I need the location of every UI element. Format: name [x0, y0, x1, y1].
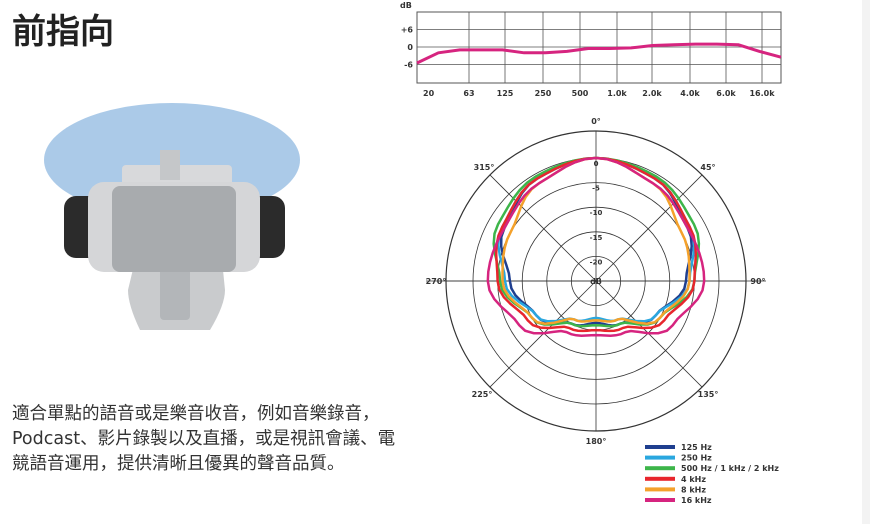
legend-label: 8 kHz — [681, 485, 706, 494]
legend-swatch — [645, 476, 675, 481]
y-tick-label: +6 — [401, 26, 414, 35]
legend-swatch — [645, 498, 675, 502]
ring-label: -20 — [590, 258, 603, 266]
legend-swatch — [645, 466, 675, 471]
polar-series — [494, 156, 698, 333]
legend-label: 250 Hz — [681, 454, 712, 463]
legend-label: 16 kHz — [681, 496, 712, 505]
x-tick-label: 6.0k — [716, 89, 736, 98]
plot-frame — [416, 11, 782, 84]
x-tick-label: 63 — [463, 89, 474, 98]
description: 適合單點的語音或是樂音收音，例如音樂錄音，Podcast、影片錄製以及直播，或是… — [12, 404, 396, 474]
legend-label: 500 Hz / 1 kHz / 2 kHz — [681, 464, 779, 473]
y-tick-label: 0 — [407, 43, 413, 52]
angle-label: 45° — [700, 163, 715, 172]
microphone-illustration — [44, 103, 300, 330]
angle-label: 315° — [474, 163, 495, 172]
x-tick-label: 125 — [497, 89, 514, 98]
angle-label: 135° — [698, 390, 719, 399]
scrollbar-track[interactable] — [862, 0, 870, 524]
polar-series — [486, 156, 706, 337]
angle-label: 180° — [586, 437, 607, 446]
x-tick-label: 20 — [423, 89, 435, 98]
ring-label: -5 — [592, 185, 600, 193]
page-title: 前指向 — [12, 12, 114, 52]
x-tick-label: 500 — [572, 89, 589, 98]
ring-label: -15 — [590, 234, 603, 242]
legend-label: 4 kHz — [681, 475, 706, 484]
legend-swatch — [645, 445, 675, 449]
x-tick-label: 16.0k — [749, 89, 775, 98]
frequency-response-chart: +6 0 -6 dB 20 63 125 250 500 1.0k 2.0k 4.0k 6.0k 16.0… — [400, 1, 782, 98]
y-axis-label: dB — [400, 1, 412, 10]
x-tick-label: 250 — [535, 89, 552, 98]
polar-series — [492, 156, 701, 328]
legend-swatch — [645, 487, 675, 492]
x-tick-label: 2.0k — [642, 89, 662, 98]
polar-series — [501, 156, 691, 325]
spoke — [595, 174, 703, 282]
ring-label: 0 — [594, 160, 599, 168]
angle-label: 0° — [591, 117, 601, 126]
x-tick-label: 1.0k — [607, 89, 627, 98]
y-tick-label: -6 — [404, 61, 413, 70]
legend-swatch — [645, 455, 675, 460]
legend-label: 125 Hz — [681, 443, 712, 452]
spoke — [489, 174, 597, 282]
ring-label: -10 — [590, 209, 603, 217]
ring-unit-label: dB — [590, 277, 602, 286]
angle-label: 90° — [750, 277, 765, 286]
angle-label: 225° — [472, 390, 493, 399]
series-line — [416, 42, 782, 65]
x-tick-label: 4.0k — [680, 89, 700, 98]
angle-label: 270° — [426, 277, 447, 286]
polar-pattern-chart: 0° 45° 90° 135° 180° 225° 270° 315° 0 -5 -10 -15 -20… — [426, 117, 766, 446]
